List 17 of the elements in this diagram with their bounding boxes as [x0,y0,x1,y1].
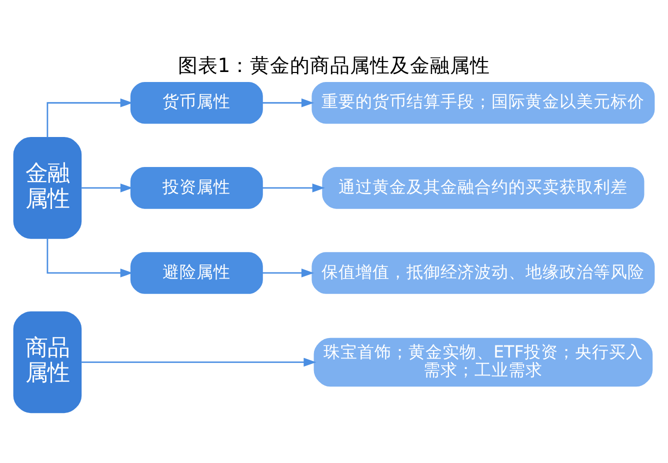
node-box: 通过黄金及其金融合约的买卖获取利差 [322,167,644,209]
node-box: 商品属性 [13,311,82,414]
arrow [262,98,314,108]
arrow [262,184,325,192]
node-box: 金融属性 [13,137,82,239]
arrow [46,238,133,278]
arrow [262,268,314,278]
arrow [80,184,133,192]
diagram-title: 图表1：黄金的商品属性及金融属性 [178,54,490,77]
node-box: 珠宝首饰；黄金实物、ETF投资；央行买入需求；工业需求 [314,338,653,387]
node-box: 货币属性 [130,82,263,124]
node-box: 避险属性 [130,252,263,294]
node-box: 重要的货币结算手段；国际黄金以美元标价 [312,82,655,124]
node-box: 保值增值，抵御经济波动、地缘政治等风险 [312,252,655,294]
arrow [46,98,133,138]
arrow [80,358,316,367]
node-box: 投资属性 [130,167,263,209]
